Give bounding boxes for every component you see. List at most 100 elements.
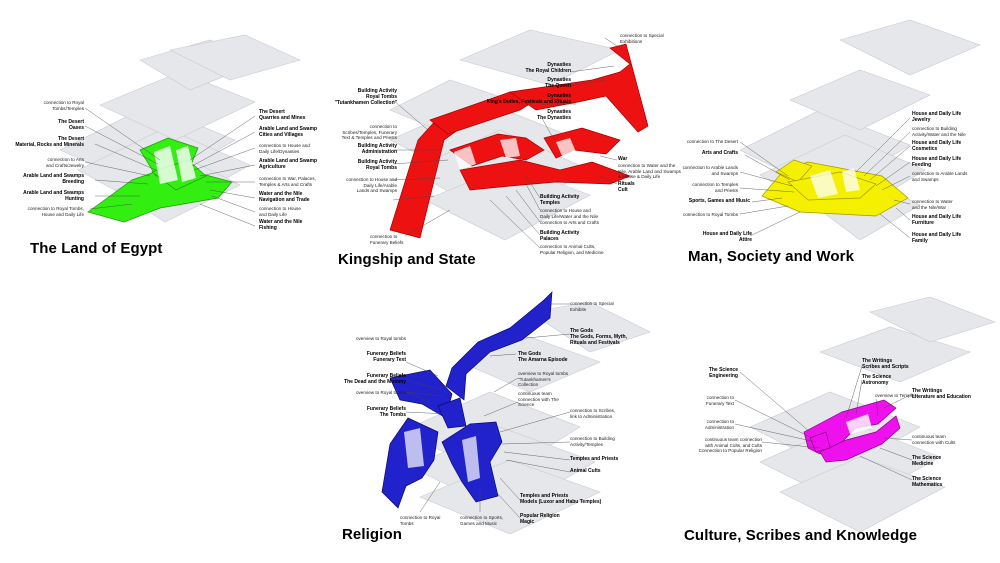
label: connection to Animal Cults,Popular Relig… bbox=[540, 244, 604, 255]
label: Animal Cults bbox=[570, 468, 601, 474]
society-diagram bbox=[739, 19, 981, 241]
ghost-slab bbox=[459, 29, 621, 86]
label: connection to War, Palaces,Temples & Art… bbox=[259, 176, 316, 187]
label: overview to Royal tombs bbox=[355, 390, 406, 395]
ghost-slab bbox=[779, 456, 946, 533]
ghost-slab bbox=[169, 34, 301, 81]
ghost-slab bbox=[99, 71, 256, 141]
panel-title: Religion bbox=[342, 526, 402, 543]
label: connection to Sports,Games and Music bbox=[460, 515, 504, 526]
egypt-diagram bbox=[59, 34, 301, 227]
panel-title: Man, Society and Work bbox=[688, 248, 855, 265]
culture-highlight-base bbox=[819, 415, 901, 463]
culture-leader-lines bbox=[734, 365, 913, 481]
religion-diagram bbox=[381, 291, 651, 535]
society-highlight-block bbox=[775, 159, 813, 183]
ghost-slab bbox=[839, 19, 981, 76]
panel-title: Kingship and State bbox=[338, 251, 476, 268]
kingship-base bbox=[459, 159, 631, 191]
label: Sports, Games and Music bbox=[688, 198, 750, 204]
religion-upper-ramp bbox=[445, 291, 553, 401]
ghost-slab bbox=[869, 296, 996, 343]
label: overview to Temples bbox=[875, 393, 917, 398]
label: Temples and Priests bbox=[570, 456, 619, 462]
panel-man-society-and-work: Man, Society and Work connection to The … bbox=[670, 0, 1000, 282]
religion-link bbox=[437, 397, 467, 429]
ghost-slab bbox=[529, 301, 651, 353]
culture-diagram bbox=[734, 296, 996, 533]
kingship-upper-wing bbox=[509, 43, 649, 133]
kingship-diagram bbox=[389, 29, 649, 249]
label: War bbox=[618, 156, 628, 162]
egypt-leader-lines bbox=[84, 107, 256, 227]
label: connection to Arts and Crafts bbox=[540, 220, 599, 225]
panel-title: Culture, Scribes and Knowledge bbox=[684, 527, 918, 544]
kingship-bridge bbox=[429, 91, 537, 135]
label: Arts and Crafts bbox=[701, 150, 738, 156]
label: overview to Royal tombs bbox=[355, 336, 406, 341]
kingship-leader-lines bbox=[392, 37, 627, 249]
label: connection to Royal Tombs bbox=[682, 212, 738, 217]
religion-leader-lines bbox=[405, 303, 571, 519]
panel-culture-scribes-and-knowledge: Culture, Scribes and Knowledge The Scien… bbox=[670, 282, 1000, 563]
label: connection to Scribes,link to Administra… bbox=[570, 408, 616, 419]
